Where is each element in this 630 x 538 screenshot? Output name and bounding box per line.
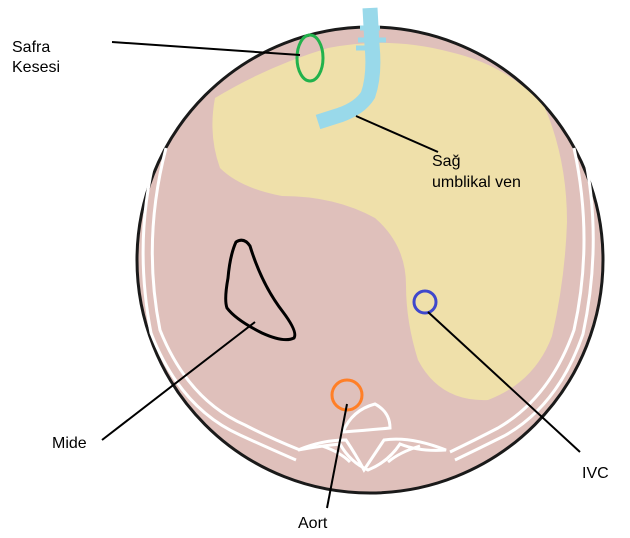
ivc-label: IVC [582, 465, 609, 482]
gallbladder-label-line2: Kesesi [12, 59, 60, 76]
gallbladder-label-line1: Safra [12, 39, 50, 56]
aorta-label: Aort [298, 515, 328, 532]
umbilical-vein-label-line1: Sağ [432, 153, 460, 170]
stomach-label: Mide [52, 435, 87, 452]
umbilical-vein-label-line2: umblikal ven [432, 174, 521, 191]
